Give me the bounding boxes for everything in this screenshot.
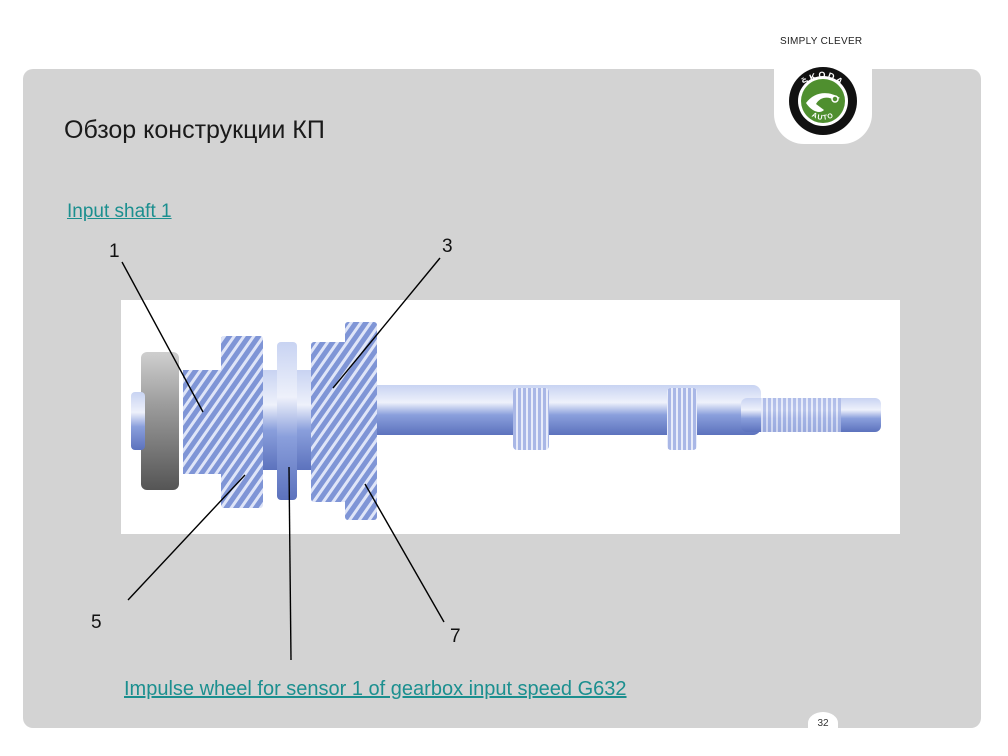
page-number: 32 — [808, 712, 838, 734]
callout-7: 7 — [450, 626, 461, 647]
input-shaft-link[interactable]: Input shaft 1 — [67, 201, 172, 222]
logo-bottom-text: AUTO — [810, 112, 834, 122]
callout-3: 3 — [442, 236, 453, 257]
skoda-logo: ŠKODA AUTO — [789, 67, 857, 135]
svg-text:AUTO: AUTO — [810, 112, 835, 122]
callout-1: 1 — [109, 241, 120, 262]
impulse-wheel-link[interactable]: Impulse wheel for sensor 1 of gearbox in… — [124, 678, 627, 700]
input-shaft-illustration — [121, 300, 900, 534]
slide-title: Обзор конструкции КП — [64, 116, 325, 144]
brand-tagline: SIMPLY CLEVER — [780, 36, 863, 47]
callout-5: 5 — [91, 612, 102, 633]
